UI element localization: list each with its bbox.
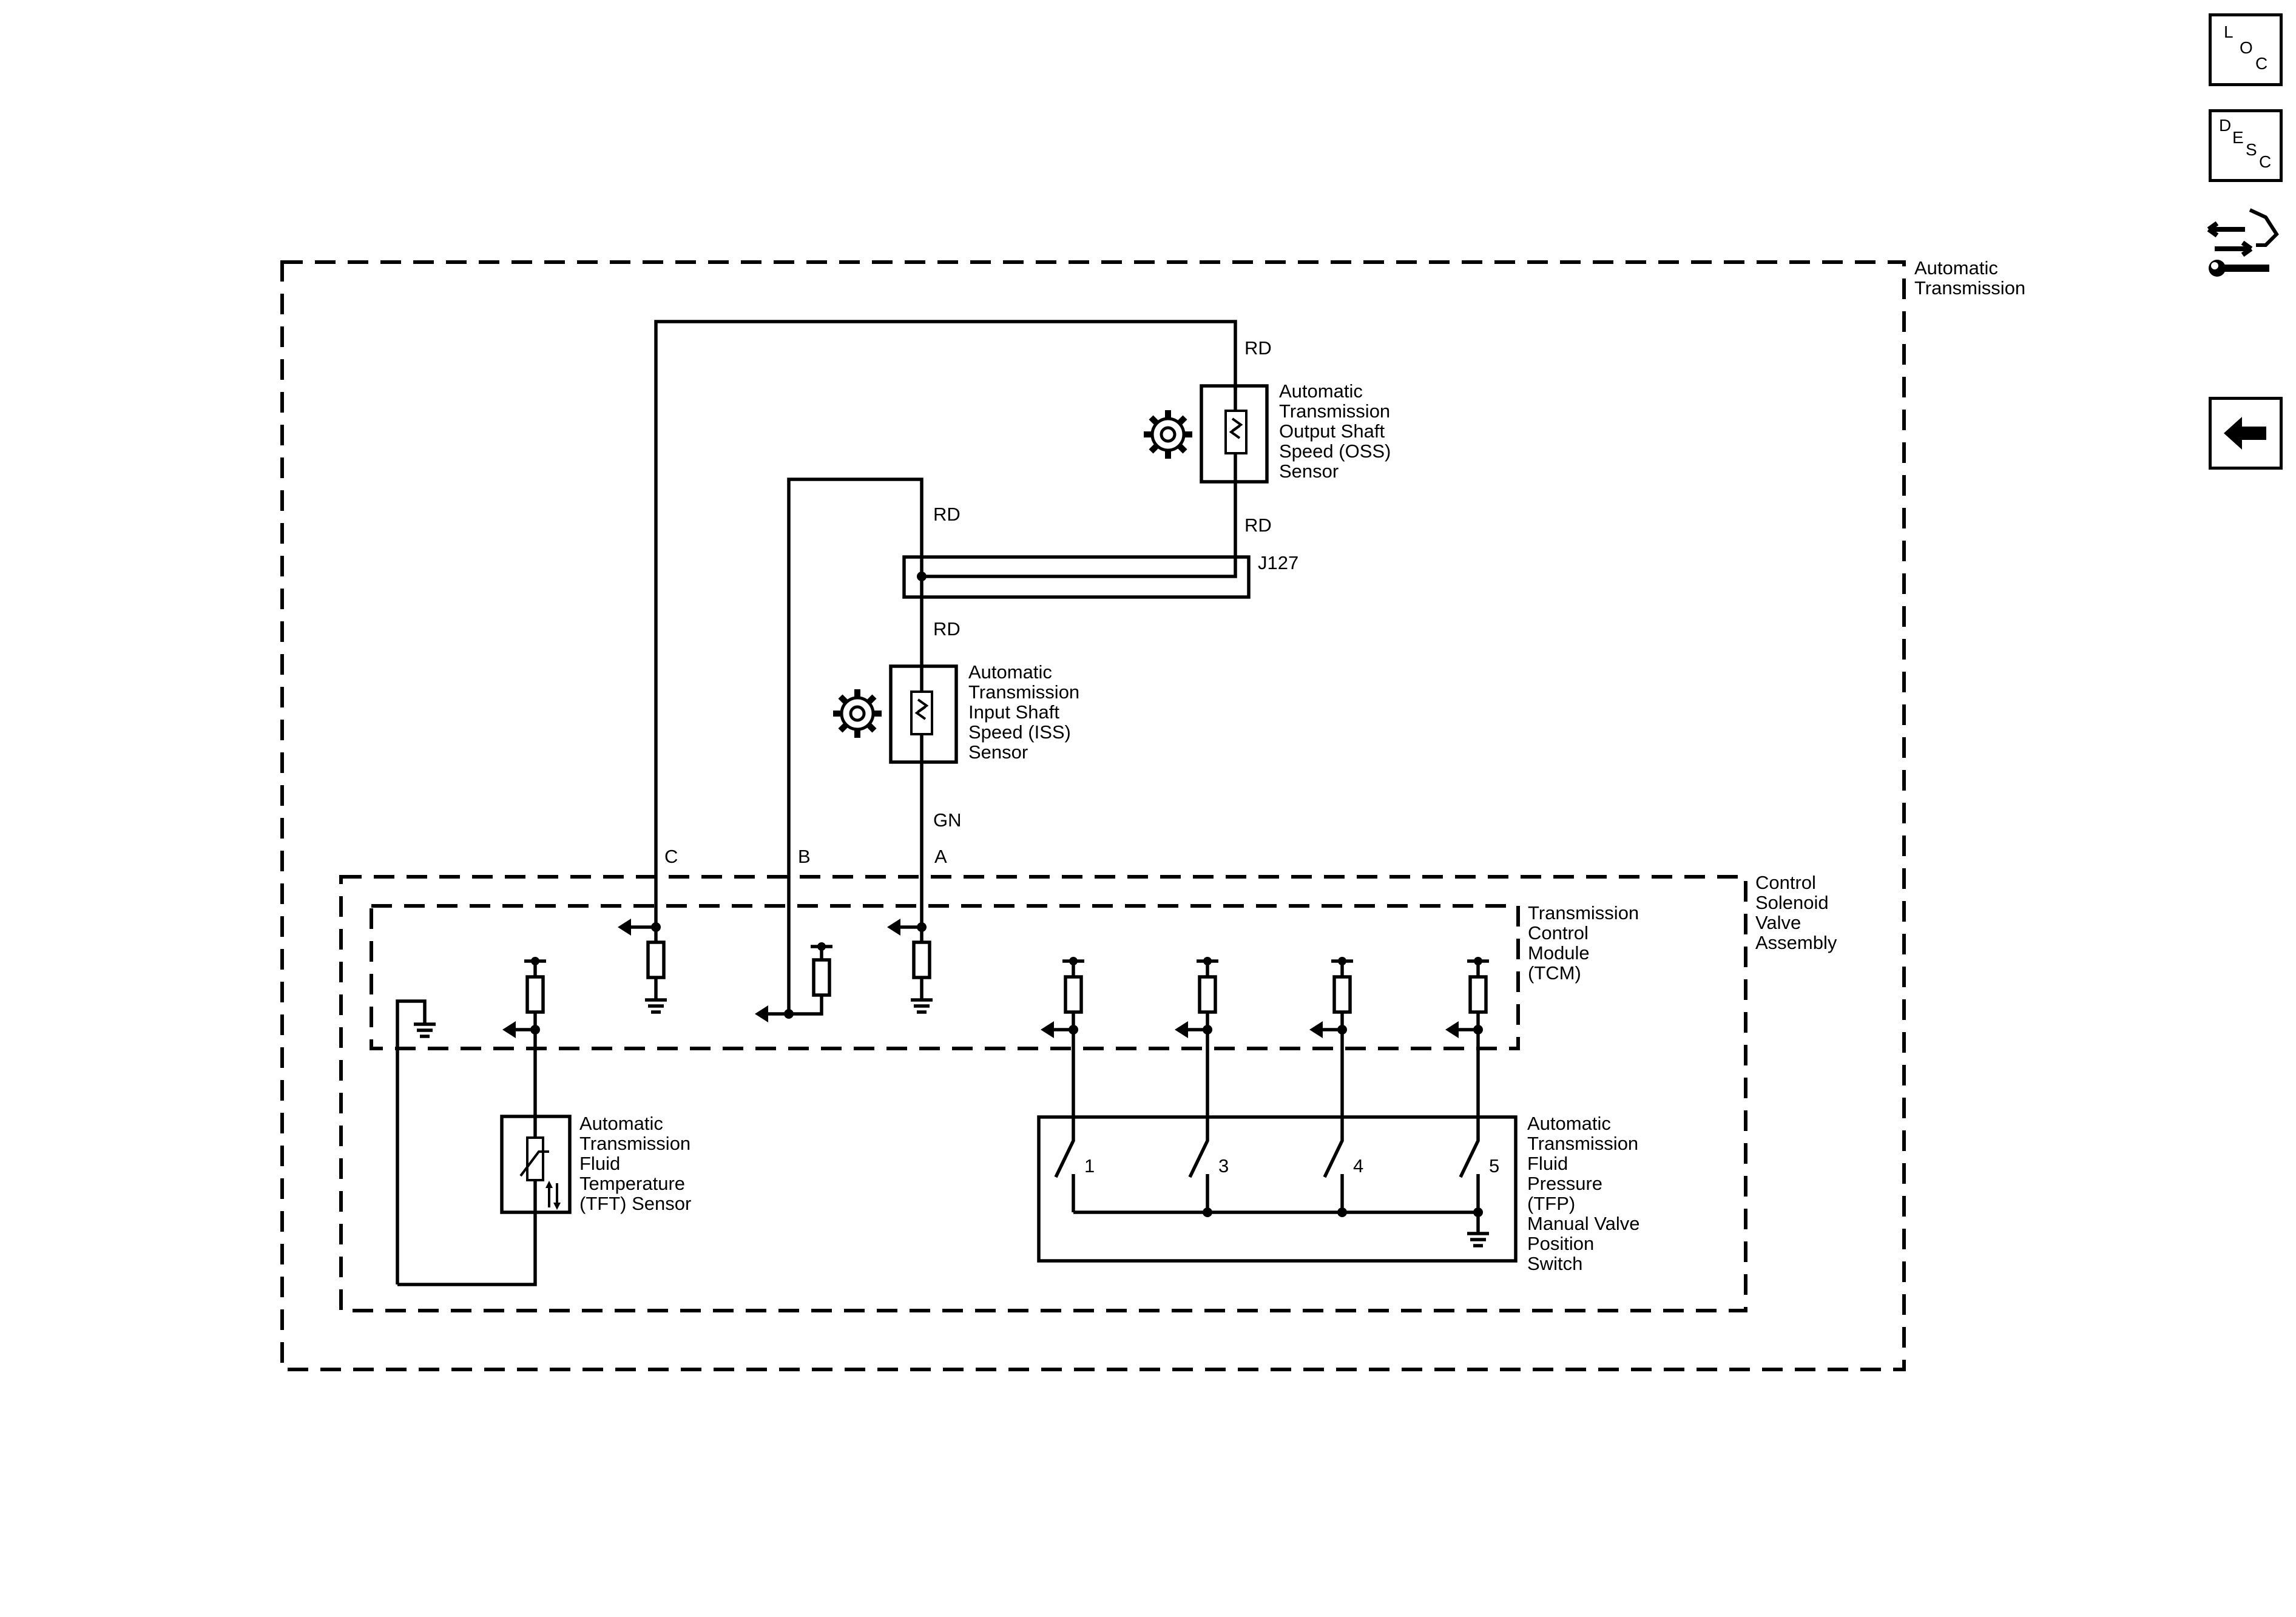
pin-c-label: C	[664, 846, 678, 867]
wire-color-rd-iss-top: RD	[933, 504, 961, 525]
wire-color-rd-oss-bottom: RD	[1244, 515, 1272, 536]
wire-color-rd-top: RD	[1244, 337, 1272, 359]
automatic-transmission-boundary	[280, 260, 1906, 1371]
j127-label: J127	[1258, 552, 1298, 573]
oss-sensor-label: Automatic Transmission Output Shaft Spee…	[1279, 380, 1396, 482]
iss-sensor-label: Automatic Transmission Input Shaft Speed…	[968, 661, 1085, 763]
control-solenoid-valve-assembly-label: Control Solenoid Valve Assembly	[1755, 872, 1837, 953]
switch-pin-4: 4	[1353, 1155, 1363, 1176]
tcm-input-c	[618, 919, 667, 1014]
loc-button[interactable]: L O C	[2209, 13, 2283, 86]
switch-pin-1: 1	[1084, 1155, 1095, 1176]
control-solenoid-valve-assembly-boundary	[339, 875, 1747, 1312]
desc-button[interactable]: D E S C	[2209, 109, 2283, 182]
gear-icon	[1144, 410, 1192, 459]
tcm-input-switch-1	[1041, 957, 1084, 1117]
connector-wrench-icon[interactable]	[2203, 200, 2281, 279]
tcm-input-tft	[502, 957, 546, 1116]
gear-icon	[833, 689, 882, 738]
tcm-input-a	[887, 919, 933, 1014]
tcm-label: Transmission Control Module (TCM)	[1528, 902, 1644, 984]
switch-pin-5: 5	[1489, 1155, 1499, 1176]
pin-b-label: B	[798, 846, 811, 867]
tcm-input-switch-3	[1175, 957, 1218, 1117]
switch-pin-3: 3	[1218, 1155, 1229, 1176]
tfp-switch-label: Automatic Transmission Fluid Pressure (T…	[1527, 1113, 1645, 1274]
loc-letter-c: C	[2255, 54, 2268, 73]
tcm-input-b	[755, 942, 832, 1022]
tcm-input-switch-4	[1309, 957, 1353, 1117]
automatic-transmission-label: Automatic Transmission	[1914, 257, 2025, 299]
loc-letter-o: O	[2240, 38, 2253, 57]
back-arrow-icon	[2224, 417, 2266, 450]
desc-letter-c: C	[2259, 152, 2272, 171]
desc-letter-d: D	[2219, 116, 2232, 135]
j127-splice	[902, 555, 1251, 599]
wire-color-gn: GN	[933, 809, 962, 831]
circuit-c-wire	[654, 320, 1237, 927]
desc-letter-s: S	[2246, 140, 2257, 159]
pin-a-label: A	[934, 846, 947, 867]
back-button[interactable]	[2209, 397, 2283, 470]
tfp-switch	[1037, 1115, 1518, 1263]
tcm-ground-left	[396, 999, 436, 1284]
tcm-boundary	[370, 904, 1520, 1050]
tcm-input-switch-5	[1445, 957, 1489, 1117]
circuit-b-wire	[787, 478, 923, 1014]
loc-letter-l: L	[2224, 22, 2234, 41]
tft-sensor-label: Automatic Transmission Fluid Temperature…	[579, 1113, 696, 1214]
desc-letter-e: E	[2232, 128, 2244, 147]
wire-color-rd-below-j127: RD	[933, 618, 961, 640]
iss-sensor	[889, 664, 958, 764]
